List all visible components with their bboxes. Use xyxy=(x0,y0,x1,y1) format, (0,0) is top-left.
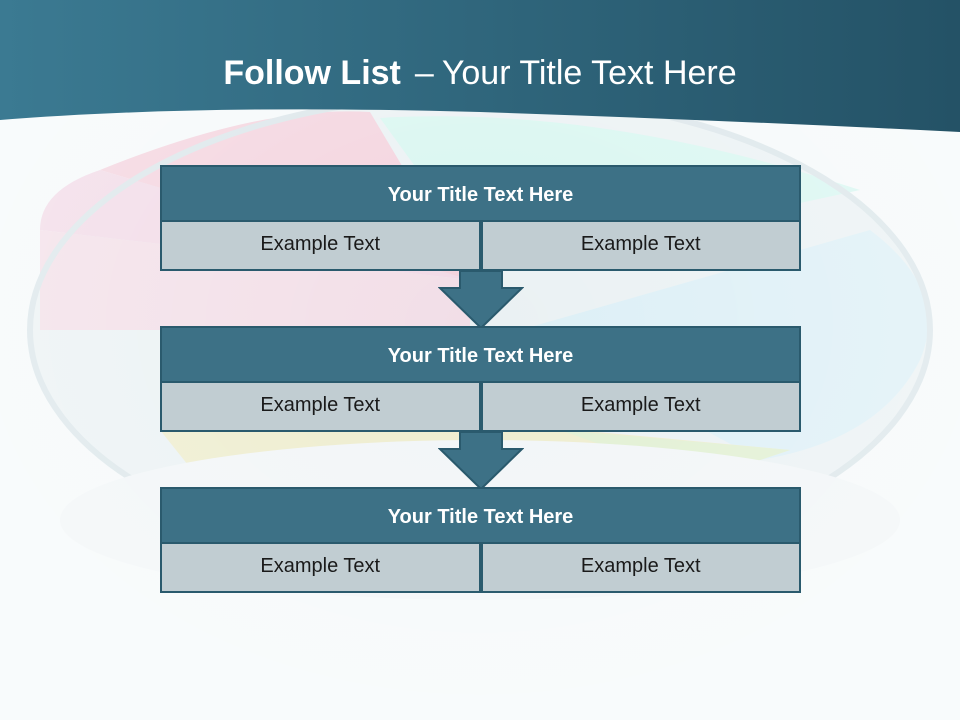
step-block-1: Your Title Text Here Example Text Exampl… xyxy=(160,165,801,271)
step-cell-right: Example Text xyxy=(480,544,801,593)
step-title: Your Title Text Here xyxy=(160,165,801,222)
title-rest: Your Title Text Here xyxy=(441,54,737,92)
step-cell-left: Example Text xyxy=(160,544,481,593)
step-title: Your Title Text Here xyxy=(160,326,801,383)
step-row: Example Text Example Text xyxy=(160,383,801,432)
title-bold: Follow List xyxy=(223,54,401,92)
down-arrow-icon xyxy=(438,431,524,491)
step-cell-left: Example Text xyxy=(160,383,481,432)
step-block-2: Your Title Text Here Example Text Exampl… xyxy=(160,326,801,432)
header-band xyxy=(0,0,960,132)
step-cell-right: Example Text xyxy=(480,383,801,432)
step-row: Example Text Example Text xyxy=(160,544,801,593)
step-row: Example Text Example Text xyxy=(160,222,801,271)
down-arrow-icon xyxy=(438,270,524,330)
step-cell-right: Example Text xyxy=(480,222,801,271)
step-title: Your Title Text Here xyxy=(160,487,801,544)
title-dash: – xyxy=(414,54,434,92)
step-block-3: Your Title Text Here Example Text Exampl… xyxy=(160,487,801,593)
step-cell-left: Example Text xyxy=(160,222,481,271)
page-title: Follow List–Your Title Text Here xyxy=(0,54,960,93)
